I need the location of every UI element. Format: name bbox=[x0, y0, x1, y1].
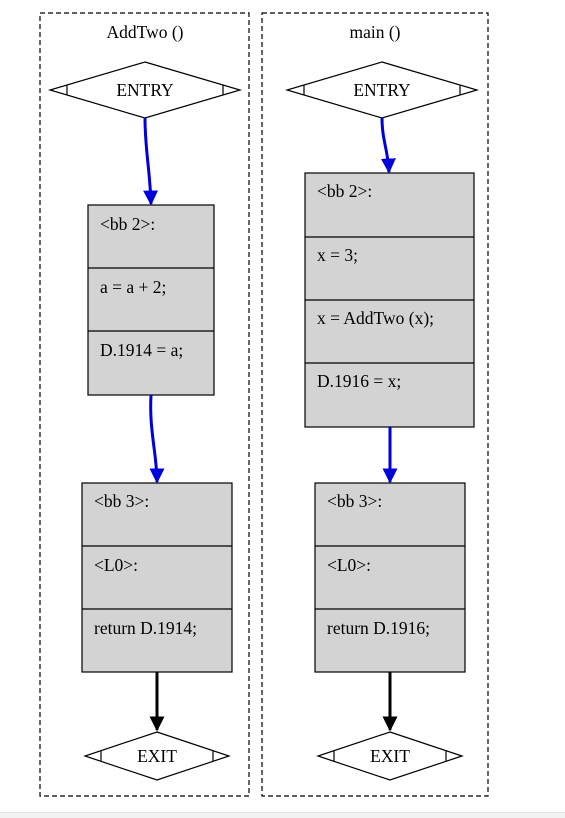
statement: a = a + 2; bbox=[100, 277, 166, 297]
exit-node[interactable]: EXIT bbox=[316, 731, 464, 781]
cluster-title: AddTwo () bbox=[106, 22, 183, 42]
block-bb3[interactable]: <bb 3>: <L0>: return D.1914; bbox=[81, 482, 233, 673]
block-header: <bb 3>: bbox=[94, 491, 149, 511]
exit-label: EXIT bbox=[137, 746, 177, 766]
statement: x = 3; bbox=[317, 245, 358, 265]
cluster-border bbox=[261, 12, 489, 797]
statement: D.1914 = a; bbox=[100, 340, 183, 360]
entry-node[interactable]: ENTRY bbox=[284, 61, 480, 119]
block-header: <bb 3>: bbox=[327, 491, 382, 511]
statement: return D.1914; bbox=[94, 618, 197, 638]
entry-node[interactable]: ENTRY bbox=[47, 61, 243, 119]
bottom-scroll-strip bbox=[0, 812, 565, 818]
statement: <L0>: bbox=[94, 555, 138, 575]
entry-label: ENTRY bbox=[116, 80, 174, 100]
cluster-addtwo: AddTwo () ENTRY <bb 2>: a = a + 2; D.191… bbox=[39, 12, 250, 797]
block-header: <bb 2>: bbox=[317, 181, 372, 201]
statement: <L0>: bbox=[327, 555, 371, 575]
statement: x = AddTwo (x); bbox=[317, 308, 434, 328]
statement: return D.1916; bbox=[327, 618, 430, 638]
edge-bb2-to-bb3 bbox=[149, 394, 165, 484]
exit-label: EXIT bbox=[370, 746, 410, 766]
cluster-title: main () bbox=[349, 22, 400, 42]
cluster-main: main () ENTRY <bb 2>: x = 3; x = AddTwo … bbox=[261, 12, 489, 797]
block-bb3[interactable]: <bb 3>: <L0>: return D.1916; bbox=[314, 482, 466, 673]
entry-label: ENTRY bbox=[353, 80, 411, 100]
statement: D.1916 = x; bbox=[317, 371, 401, 391]
block-bb2[interactable]: <bb 2>: a = a + 2; D.1914 = a; bbox=[87, 204, 215, 396]
block-bb2[interactable]: <bb 2>: x = 3; x = AddTwo (x); D.1916 = … bbox=[304, 172, 475, 428]
block-header: <bb 2>: bbox=[100, 214, 155, 234]
edge-entry-to-bb2 bbox=[143, 117, 159, 206]
exit-node[interactable]: EXIT bbox=[83, 731, 231, 781]
cluster-border bbox=[39, 12, 250, 797]
edge-entry-to-bb2 bbox=[380, 117, 396, 174]
